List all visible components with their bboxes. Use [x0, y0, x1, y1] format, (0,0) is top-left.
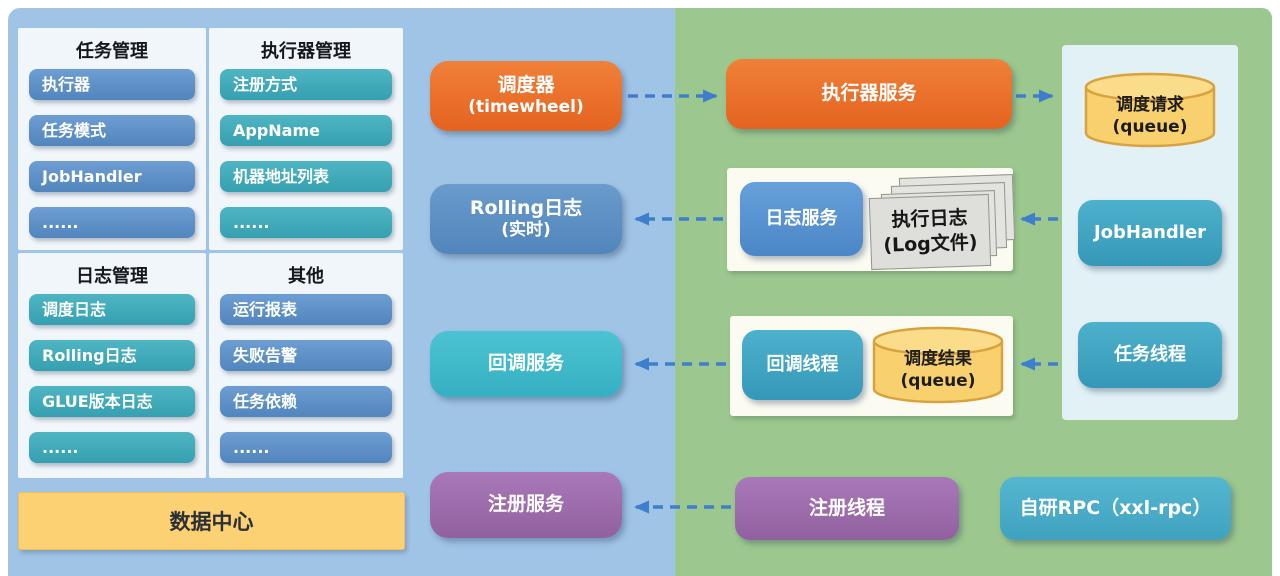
box-label: 日志服务: [765, 207, 838, 229]
scheduler-timewheel-box: 调度器 (timewheel): [430, 61, 622, 131]
list-item: ......: [220, 432, 392, 463]
list-item: GLUE版本日志: [29, 386, 195, 417]
list-item: 失败告警: [220, 340, 392, 371]
list-item: 执行器: [29, 69, 195, 100]
quadrant-other: 其他 运行报表 失败告警 任务依赖 ......: [209, 253, 403, 478]
callback-service-box: 回调服务: [430, 331, 622, 397]
paper-label: 执行日志: [891, 207, 968, 232]
rolling-log-box: Rolling日志 (实时): [430, 184, 622, 254]
list-item: 机器地址列表: [220, 161, 392, 192]
box-label: JobHandler: [1093, 221, 1207, 243]
data-center-bar: 数据中心: [18, 492, 405, 550]
schedule-result-queue-cylinder: 调度结果 (queue): [869, 324, 1007, 408]
registry-thread-box: 注册线程: [735, 477, 959, 540]
box-label: 注册服务: [487, 493, 564, 516]
cylinder-shape: [872, 326, 1004, 404]
list-item: 任务模式: [29, 115, 195, 146]
schedule-request-queue-cylinder: 调度请求 (queue): [1081, 70, 1219, 152]
list-item: ......: [29, 207, 195, 238]
list-item: ......: [220, 207, 392, 238]
log-service-box: 日志服务: [740, 182, 863, 256]
cylinder-label: 调度结果: [904, 349, 972, 369]
box-sublabel: (timewheel): [468, 97, 584, 118]
list-item: JobHandler: [29, 161, 195, 192]
list-item: 调度日志: [29, 294, 195, 325]
paper-sublabel: (Log文件): [882, 231, 978, 257]
box-label: 回调服务: [487, 352, 564, 375]
box-label: 调度器: [497, 73, 555, 96]
quadrant-task-management: 任务管理 执行器 任务模式 JobHandler ......: [18, 28, 206, 250]
quadrant-title: 其他: [288, 266, 324, 287]
quadrant-executor-management: 执行器管理 注册方式 AppName 机器地址列表 ......: [209, 28, 403, 250]
list-item: Rolling日志: [29, 340, 195, 371]
log-files-icon: 执行日志 (Log文件): [868, 170, 1016, 271]
cylinder-shape: [1084, 72, 1216, 148]
executor-service-box: 执行器服务: [726, 59, 1012, 129]
quadrant-title: 执行器管理: [261, 41, 351, 62]
quadrant-title: 日志管理: [76, 266, 148, 287]
registry-service-box: 注册服务: [430, 472, 622, 538]
box-label: Rolling日志: [469, 196, 583, 219]
box-label: 执行器服务: [821, 82, 917, 105]
box-label: 回调线程: [766, 353, 839, 375]
quadrant-log-management: 日志管理 调度日志 Rolling日志 GLUE版本日志 ......: [18, 253, 206, 478]
job-handler-box: JobHandler: [1078, 200, 1222, 266]
job-thread-box: 任务线程: [1078, 322, 1222, 388]
callback-thread-box: 回调线程: [742, 330, 863, 400]
log-files-label: 执行日志 (Log文件): [868, 193, 992, 271]
box-label: 自研RPC（xxl-rpc）: [1019, 496, 1212, 519]
box-sublabel: (实时): [501, 220, 551, 241]
cylinder-sublabel: (queue): [900, 371, 976, 392]
box-label: 任务线程: [1114, 343, 1186, 365]
list-item: 注册方式: [220, 69, 392, 100]
cylinder-label: 调度请求: [1116, 95, 1184, 115]
box-label: 注册线程: [808, 496, 885, 519]
list-item: 运行报表: [220, 294, 392, 325]
quadrant-title: 任务管理: [76, 41, 148, 62]
list-item: ......: [29, 432, 195, 463]
list-item: AppName: [220, 115, 392, 146]
list-item: 任务依赖: [220, 386, 392, 417]
cylinder-sublabel: (queue): [1112, 117, 1188, 138]
rpc-box: 自研RPC（xxl-rpc）: [1000, 477, 1231, 540]
